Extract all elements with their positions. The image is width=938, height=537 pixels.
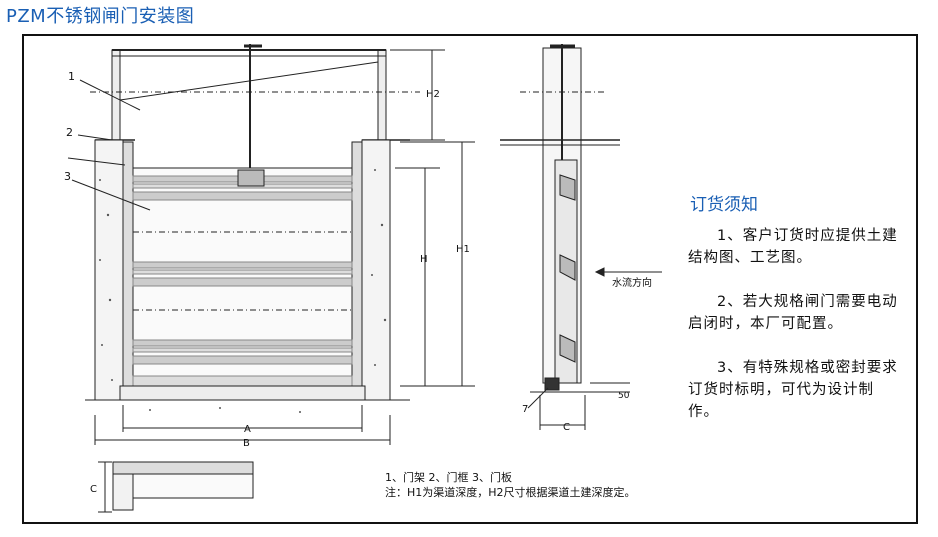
concrete-texture: [99, 169, 387, 413]
flow-direction-label: 水流方向: [612, 276, 652, 289]
label-c: C: [563, 422, 570, 433]
label-50: 50: [618, 391, 630, 401]
label-a: A: [244, 424, 251, 435]
label-1: 1: [68, 70, 75, 83]
note-item-3: 3、有特殊规格或密封要求订货时标明，可代为设计制作。: [688, 360, 898, 420]
label-h2: H2: [426, 89, 440, 100]
notes-heading: 订货须知: [690, 195, 758, 215]
legend: 1、门架 2、门框 3、门板 注：H1为渠道深度，H2尺寸根据渠道土建深度定。: [385, 470, 636, 500]
front-view: [67, 44, 475, 445]
side-view: [500, 44, 662, 430]
label-7: 7: [522, 404, 528, 415]
label-2: 2: [66, 126, 73, 139]
label-c-plan: C: [90, 484, 97, 495]
page-title: PZM不锈钢闸门安装图: [6, 6, 195, 27]
plan-view: [98, 461, 254, 513]
order-notes: 订货须知 1、客户订货时应提供土建结构图、工艺图。 2、若大规格闸门需要电动启闭…: [680, 190, 900, 445]
label-h1: H1: [456, 244, 470, 255]
legend-note: 注：H1为渠道深度，H2尺寸根据渠道土建深度定。: [385, 486, 636, 499]
note-item-2: 2、若大规格闸门需要电动启闭时，本厂可配置。: [688, 294, 898, 332]
drawing-frame: [22, 34, 918, 524]
legend-parts: 1、门架 2、门框 3、门板: [385, 471, 512, 484]
label-3: 3: [64, 170, 71, 183]
note-item-1: 1、客户订货时应提供土建结构图、工艺图。: [688, 228, 898, 266]
label-b: B: [243, 438, 250, 449]
label-h: H: [420, 254, 428, 265]
